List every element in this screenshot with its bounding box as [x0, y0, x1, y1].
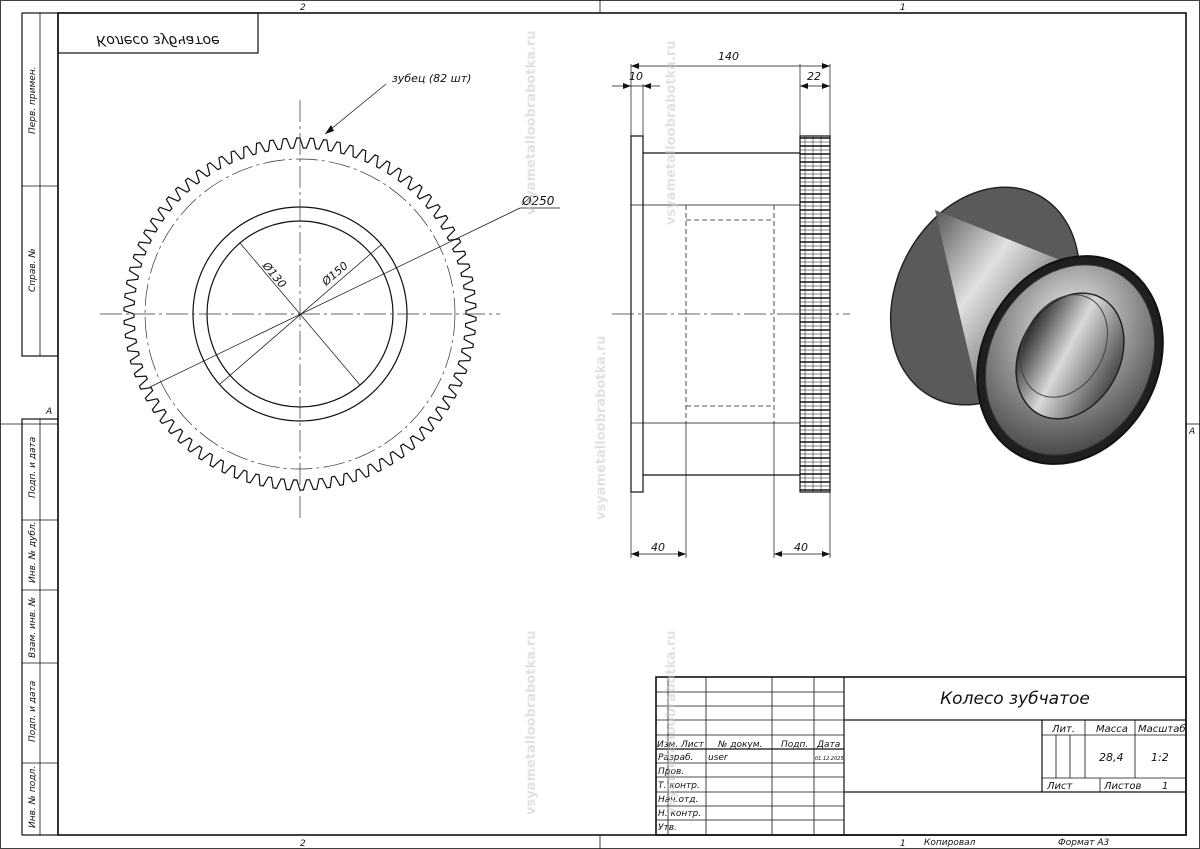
mirrored-title-stamp: Колесо зубчатое	[57, 12, 259, 54]
scale-value: 1:2	[1151, 751, 1169, 764]
title-block-part-name: Колесо зубчатое	[940, 689, 1090, 709]
footer: Копировал Формат А3	[924, 838, 1110, 848]
header-izm: Изм.	[657, 740, 678, 750]
header-sign: Подп.	[781, 740, 808, 750]
dim-line-150	[219, 243, 383, 385]
side-view: 140 10 22 40 40	[612, 50, 850, 558]
gear-side-teeth	[800, 136, 830, 492]
side-label-vzam-inv: Взам. инв. №	[28, 597, 38, 658]
zone-marker-top-right: 1	[900, 3, 906, 13]
side-label-podp-data-2: Подп. и дата	[28, 681, 38, 742]
sheets-value: 1	[1162, 781, 1168, 792]
side-label-podp-data-1: Подп. и дата	[28, 437, 38, 498]
zone-marker-top-left: 2	[300, 3, 306, 13]
sheet-label: Лист	[1046, 781, 1074, 792]
side-label-perv-primen: Перв. примен.	[28, 66, 38, 134]
side-columns: Перв. примен. Справ. № Подп. и дата Инв.…	[21, 12, 59, 836]
mass-value: 28,4	[1099, 751, 1124, 764]
watermarks: vsyametalloobrabotka.ru vsyametalloobrab…	[524, 30, 679, 815]
mass-label: Масса	[1096, 724, 1128, 735]
side-label-inv-podl: Инв. № подл.	[28, 766, 38, 828]
header-date: Дата	[816, 740, 840, 750]
watermark-5: vsyametalloobrabotka.ru	[664, 630, 679, 815]
sheets-label: Листов	[1103, 781, 1141, 792]
dim-right-bottom: 40	[794, 541, 808, 554]
tb-role-3: Нач.отд.	[658, 795, 698, 805]
tb-role-0: Разраб.	[658, 753, 693, 763]
watermark-2: vsyametalloobrabotka.ru	[664, 40, 679, 225]
watermark-4: vsyametalloobrabotka.ru	[524, 630, 539, 815]
teeth-leader-label: зубец (82 шт)	[392, 72, 471, 85]
dim-left-bottom: 40	[651, 541, 665, 554]
tb-role-1: Пров.	[658, 767, 684, 777]
zone-marker-left-a: A	[45, 407, 52, 417]
footer-format-label: Формат А3	[1058, 838, 1110, 848]
tb-role-2: Т. контр.	[658, 781, 700, 791]
tb-date-0: 01.12.2025	[815, 756, 844, 762]
tb-role-5: Утв.	[658, 823, 677, 833]
dim-line-250	[149, 207, 521, 388]
dim-dia-130: Ø130	[259, 259, 289, 291]
tb-name-0: user	[708, 753, 729, 763]
dim-dia-250: Ø250	[521, 194, 555, 208]
dim-flange-width: 10	[629, 70, 643, 83]
zone-marker-bottom-left: 2	[300, 839, 306, 849]
side-label-inv-dubl: Инв. № дубл.	[28, 521, 38, 583]
dim-total-length: 140	[718, 50, 739, 63]
isometric-render	[889, 186, 1164, 465]
header-doc: № докум.	[717, 740, 762, 750]
header-list: Лист	[680, 740, 705, 750]
side-label-sprav: Справ. №	[28, 248, 38, 292]
watermark-3: vsyametalloobrabotka.ru	[594, 335, 609, 520]
tb-role-4: Н. контр.	[658, 809, 701, 819]
teeth-leader-line	[324, 83, 387, 135]
dim-gear-width: 22	[807, 70, 821, 83]
watermark-1: vsyametalloobrabotka.ru	[524, 30, 539, 215]
zone-marker-right-a: A	[1188, 427, 1195, 437]
mirrored-title-text: Колесо зубчатое	[96, 32, 219, 48]
front-view: Ø250 Ø150 Ø130 зубец (82 шт)	[100, 72, 560, 520]
dim-line-130	[239, 242, 361, 386]
scale-label: Масштаб	[1138, 723, 1186, 735]
zone-marker-bottom-right: 1	[900, 839, 906, 849]
lit-label: Лит.	[1051, 724, 1075, 735]
footer-copy-label: Копировал	[924, 838, 976, 848]
